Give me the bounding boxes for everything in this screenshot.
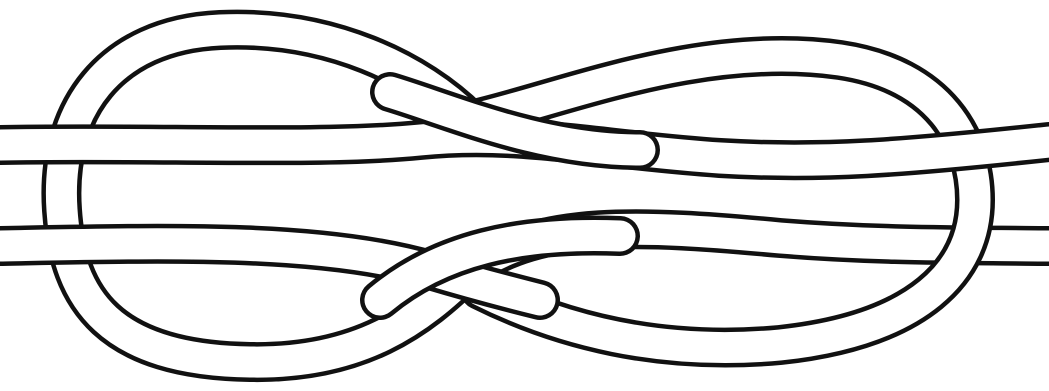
rope-strands bbox=[0, 30, 1049, 362]
